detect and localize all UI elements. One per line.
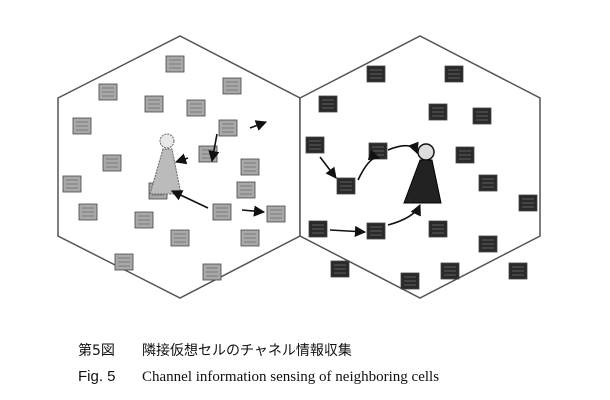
left-cell-terminals bbox=[62, 55, 286, 281]
left-cell-user-icon bbox=[149, 133, 182, 195]
channel-info-arrow bbox=[241, 205, 266, 217]
channel-info-arrow bbox=[357, 149, 381, 181]
caption-jp-text: 隣接仮想セルのチャネル情報収集 bbox=[142, 343, 352, 359]
right-cell-terminals bbox=[305, 65, 538, 290]
channel-info-arrow bbox=[319, 156, 337, 179]
caption-jp-number: 第5図 bbox=[78, 343, 115, 359]
caption-japanese: 第5図 隣接仮想セルのチャネル情報収集 bbox=[78, 340, 352, 360]
figure-diagram bbox=[57, 35, 541, 299]
caption-en-text: Channel information sensing of neighbori… bbox=[142, 369, 440, 385]
channel-info-arrow bbox=[329, 225, 367, 238]
channel-info-arrow bbox=[249, 120, 268, 131]
channel-info-arrow bbox=[170, 190, 209, 209]
left-hexagon-cell bbox=[57, 35, 301, 299]
channel-info-arrow bbox=[174, 153, 189, 165]
caption-en-number: Fig. 5 bbox=[78, 368, 116, 385]
channel-info-arrow bbox=[387, 141, 419, 155]
right-cell-user-icon bbox=[403, 143, 442, 204]
channel-info-arrow bbox=[208, 133, 220, 163]
channel-info-arrow bbox=[387, 203, 421, 226]
channel-info-arrows bbox=[170, 120, 421, 238]
caption-english: Fig. 5 Channel information sensing of nei… bbox=[78, 368, 439, 386]
